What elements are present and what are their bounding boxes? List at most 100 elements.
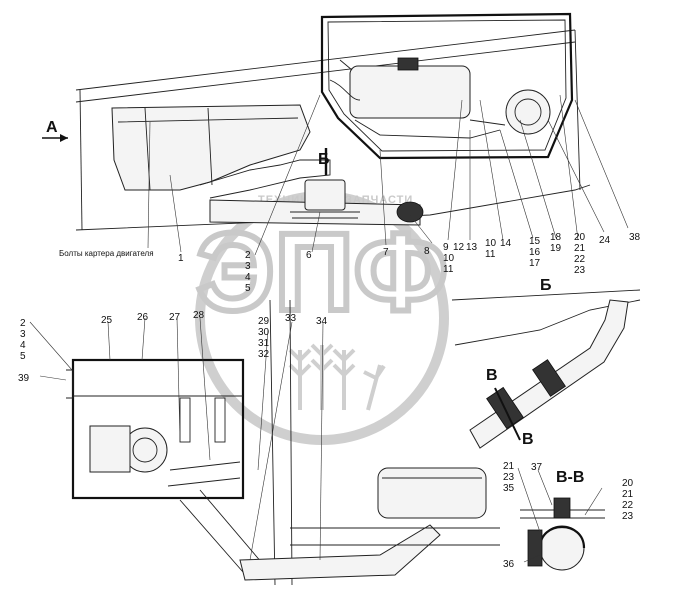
preheater-cap [397,57,419,71]
section-v-top-label: В [486,367,498,384]
callout-label: 24 [599,235,611,246]
frame-end-line [79,89,83,231]
callout-label: 28 [193,310,205,321]
heater-pipes [354,119,506,139]
frame-right-line [574,29,581,191]
section-vv-nut [553,497,571,519]
callout-label: 21 [622,489,634,500]
callout-label: 39 [18,373,30,384]
callout-label: 2 [20,318,26,329]
view-b-detail: Б В В [451,277,641,449]
fan-housing-inner [514,98,542,126]
callout-label: 18 [550,232,562,243]
callout-label: 8 [424,246,430,257]
section-v-bottom-label: В [522,431,534,448]
callout-label: 31 [258,338,270,349]
pipe-clamp-bracket [304,179,346,211]
callout-label: 11 [443,264,454,275]
callout-label: 20 [622,478,634,489]
callout-label: 7 [383,247,389,258]
callout-label: 4 [20,340,26,351]
pipe-end [396,201,424,223]
watermark-right-text: ЗАПЧАСТИ [345,194,413,206]
heater-wires [329,59,361,101]
callout-label: 22 [574,254,586,265]
callout-label: 12 [453,242,465,253]
section-b-marker: Б [318,151,330,168]
callout-label: 11 [485,249,496,260]
section-v-line [494,387,521,441]
callout-label: 3 [20,329,26,340]
lower-center-view [179,299,500,586]
callout-label: 10 [443,253,455,264]
lower-frame-a [269,299,293,586]
caption-leader [147,121,151,249]
lower-pipe-diag [179,489,269,581]
clamp-straps [290,211,360,219]
callout-label: 14 [500,238,512,249]
callout-label: 15 [529,236,541,247]
callout-label: 19 [550,243,562,254]
callout-label: 23 [503,472,515,483]
callout-label: 34 [316,316,328,327]
callout-label: 35 [503,483,515,494]
watermark-wheat-icon [288,343,386,411]
callout-label: 32 [258,349,270,360]
exhaust-outlet [199,159,331,199]
callout-label: 22 [622,500,634,511]
section-vv-label: В-В [556,469,584,486]
callout-label: 25 [101,315,113,326]
callout-label: 4 [245,272,251,283]
callout-label: 9 [443,242,449,253]
heater-box-inner [327,19,567,152]
callout-label: 21 [503,461,515,472]
side-bracket-b [214,397,226,443]
lower-frame-rails [290,527,500,546]
lower-crankcase [377,467,487,519]
view-a-arrowhead-icon [60,134,68,142]
view-b-label: Б [540,277,552,294]
fan-housing [505,89,551,135]
section-vv-detail: В-В [520,469,605,571]
section-vv-bolt [527,529,543,567]
leader-lines [29,94,629,563]
side-preheater [89,425,131,473]
view-a-label: А [46,119,58,136]
watermark-logo: ЭПФ [196,211,447,334]
side-heater-box [71,358,245,500]
callout-label: 36 [503,559,515,570]
side-pipes [167,461,241,487]
lower-exhaust-pipe [239,524,441,581]
callout-label: 30 [258,327,270,338]
callout-label: 5 [245,283,251,294]
side-fan-inner [132,437,158,463]
callout-label: 23 [574,265,586,276]
callout-label: 38 [629,232,641,243]
callout-label: 5 [20,351,26,362]
callout-label: 6 [306,250,312,261]
callout-label: 37 [531,462,543,473]
watermark: ЭПФ ТЕХНИКА ЗАПЧАСТИ [193,191,451,445]
engine-crankcase [111,104,311,191]
callout-label: 33 [285,313,297,324]
callout-label: 1 [178,253,184,264]
heater-box [320,12,574,160]
callout-label: 20 [574,232,586,243]
side-bracket-a [179,397,191,443]
callout-label: 26 [137,312,149,323]
callout-label: 10 [485,238,497,249]
callout-label: 2 [245,250,251,261]
callout-label: 27 [169,312,181,323]
callout-label: 17 [529,258,541,269]
side-plate [66,369,74,399]
callout-label: 3 [245,261,251,272]
preheater-body [349,65,471,119]
callout-label: 29 [258,316,270,327]
frame-rail-upper [75,29,576,103]
caption-crankcase-bolts: Болты картера двигателя [59,249,154,258]
callout-label: 23 [622,511,634,522]
exhaust-pipe [209,199,421,226]
left-side-view [66,358,245,500]
